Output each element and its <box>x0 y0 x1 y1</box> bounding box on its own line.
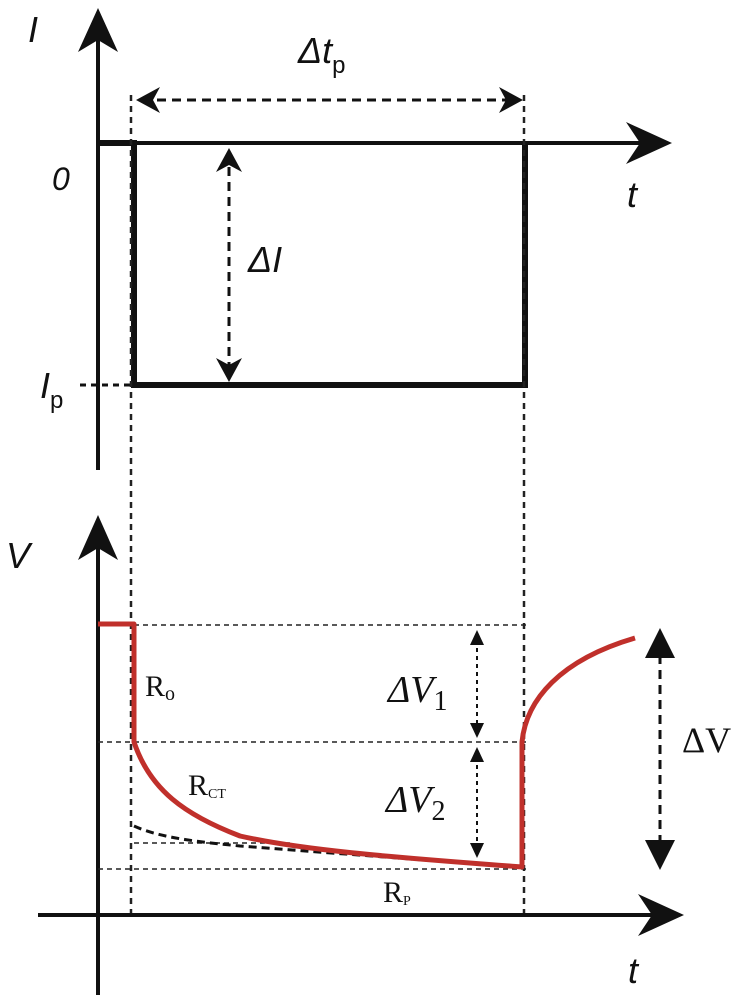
rct-label: RCT <box>188 769 226 802</box>
delta-v-label: ΔV <box>682 720 731 760</box>
delta-tp-label: Δtp <box>297 30 346 79</box>
delta-v2-arrowhead-top <box>470 747 484 762</box>
voltage-response-curve <box>98 621 636 870</box>
voltage-x-axis-label: t <box>628 950 640 991</box>
r0-label: Ro <box>145 670 175 705</box>
voltage-y-axis-label: V <box>6 535 33 576</box>
ip-label: Ip <box>40 365 63 414</box>
delta-v2-label: ΔV2 <box>384 779 446 827</box>
voltage-y-axis-arrowhead <box>78 515 118 560</box>
current-plot: I t 0 Ip ΔI Δtp <box>28 8 672 470</box>
current-y-axis-arrowhead <box>78 8 118 52</box>
delta-tp-arrowhead-right <box>499 87 523 113</box>
delta-i-label: ΔI <box>247 239 282 280</box>
current-pulse <box>98 140 528 388</box>
delta-v-arrowhead-top <box>645 628 675 658</box>
delta-v1-arrowhead-top <box>470 630 484 645</box>
delta-v1-label: ΔV1 <box>386 669 448 717</box>
delta-v-arrowhead-bottom <box>645 840 675 870</box>
voltage-plot: V t Ro RCT RP ΔV1 ΔV2 ΔV <box>6 515 731 995</box>
voltage-x-axis-arrowhead <box>638 894 684 936</box>
delta-i-arrowhead-bottom <box>216 358 242 382</box>
current-x-axis-label: t <box>627 174 639 215</box>
delta-v2-arrowhead-bottom <box>470 843 484 858</box>
delta-i-arrowhead-top <box>216 148 242 172</box>
current-y-axis-label: I <box>28 9 38 50</box>
rp-label: RP <box>383 876 411 909</box>
delta-tp-arrowhead-left <box>136 87 160 113</box>
current-x-axis-arrowhead <box>626 122 672 164</box>
zero-label: 0 <box>52 161 70 197</box>
delta-v1-arrowhead-bottom <box>470 723 484 738</box>
